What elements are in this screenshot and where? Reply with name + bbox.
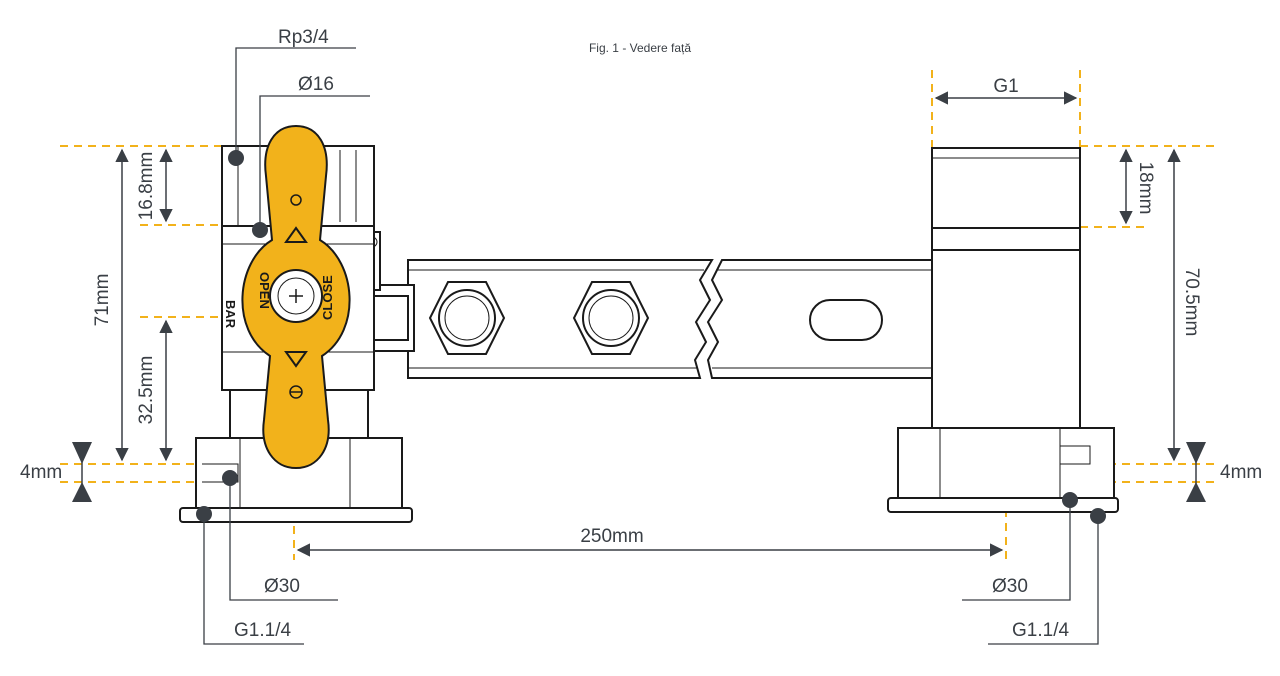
handle-open-label: OPEN — [257, 272, 272, 309]
right-leaders — [962, 492, 1106, 645]
label-rp34: Rp3/4 — [278, 27, 329, 48]
label-g114-right: G1.1/4 — [1012, 620, 1069, 641]
label-d16: Ø16 — [298, 74, 334, 95]
label-g114-left: G1.1/4 — [234, 620, 291, 641]
label-g1: G1 — [993, 76, 1018, 97]
valve-handle: OPEN CLOSE — [241, 124, 351, 470]
label-4mm-left: 4mm — [20, 462, 62, 483]
brand-mark: BAR — [223, 300, 238, 329]
label-height-70-5: 70.5mm — [1181, 268, 1202, 337]
label-4mm-right: 4mm — [1220, 462, 1262, 483]
dimension-labels: Rp3/4 Ø16 G1 16.8mm 71mm 32.5mm 4mm 18mm… — [20, 27, 1262, 641]
dimension-lines — [72, 91, 1206, 557]
label-d30-right: Ø30 — [992, 576, 1028, 597]
label-height-18: 18mm — [1135, 162, 1156, 215]
label-height-32-5: 32.5mm — [136, 356, 157, 425]
label-width-250: 250mm — [580, 526, 643, 547]
rail-slot — [809, 299, 883, 341]
figure-caption: Fig. 1 - Vedere față — [589, 41, 691, 55]
handle-close-label: CLOSE — [320, 275, 335, 320]
elbow-fitting — [887, 147, 1119, 513]
rail-hex-nut-2 — [572, 281, 650, 355]
left-leaders — [196, 47, 370, 645]
label-d30-left: Ø30 — [264, 576, 300, 597]
mounting-rail — [407, 259, 941, 379]
label-height-71: 71mm — [92, 274, 113, 327]
label-height-16-8: 16.8mm — [136, 152, 157, 221]
rail-hex-nut-1 — [428, 281, 506, 355]
